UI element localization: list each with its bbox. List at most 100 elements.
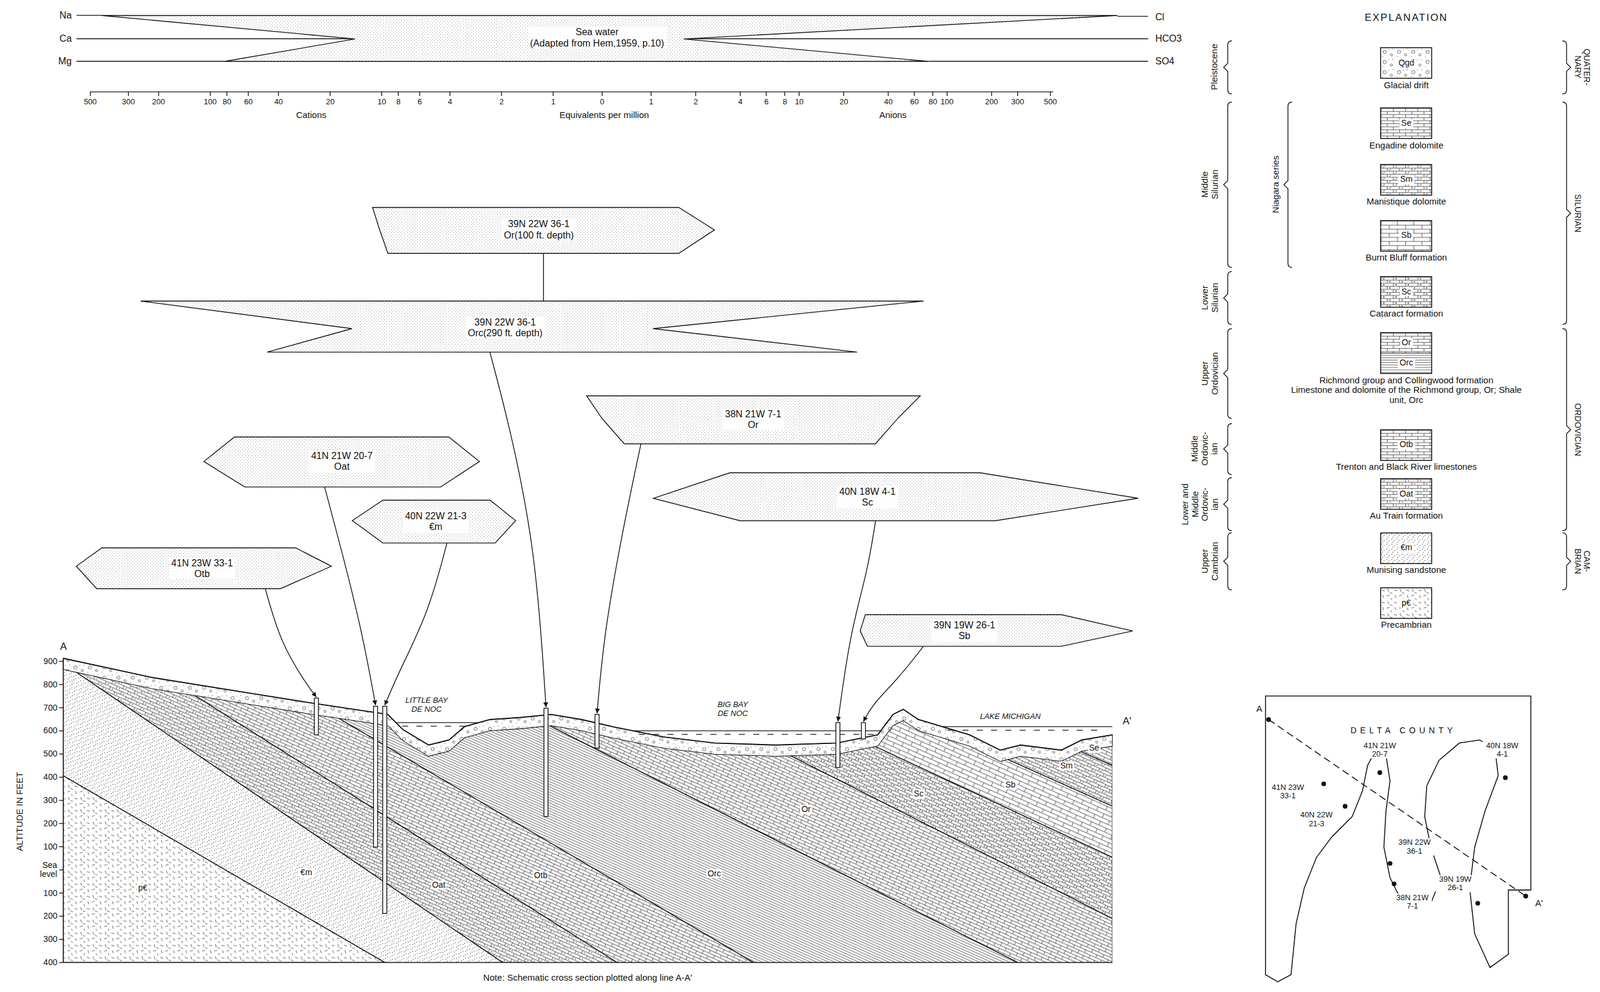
unit-name: Cataract formation bbox=[1369, 308, 1443, 319]
stiff-polygon bbox=[653, 472, 1139, 521]
scale-number: 2 bbox=[499, 97, 504, 107]
formation-label: Sc bbox=[912, 789, 925, 799]
legend-swatch: OatAu Train formation bbox=[1380, 478, 1432, 510]
precambrian-rock bbox=[63, 775, 385, 963]
scale-tick bbox=[932, 91, 933, 96]
altitude-number: 900 bbox=[43, 656, 58, 666]
altitude-number: 400 bbox=[43, 772, 58, 782]
stiff-polygon bbox=[140, 301, 924, 353]
age-bracket bbox=[1223, 477, 1233, 531]
stiff-text: Orc(290 ft. depth) bbox=[465, 327, 545, 339]
scale-tick bbox=[329, 91, 331, 96]
water-name: BIG BAY DE NOC bbox=[713, 700, 752, 718]
stiff-text: Oat bbox=[308, 461, 375, 473]
stiff-text: Sb bbox=[931, 630, 998, 642]
unit-symbol: p€ bbox=[1399, 598, 1413, 608]
axis-tick bbox=[59, 661, 64, 662]
age-label: Upper Cambrian bbox=[1200, 537, 1220, 586]
formation-label: Orc bbox=[706, 869, 723, 879]
unit-name: Glacial drift bbox=[1384, 80, 1429, 91]
stiff-label: 41N 23W 33-1Otb bbox=[168, 557, 235, 580]
scale-tick bbox=[381, 91, 383, 96]
unit-symbol: Oat bbox=[1397, 489, 1416, 499]
swatch-fill bbox=[1380, 429, 1432, 461]
leader-line bbox=[597, 444, 642, 714]
altitude-axis bbox=[62, 658, 64, 963]
location-map bbox=[1265, 696, 1531, 982]
swatch-divider bbox=[1380, 352, 1432, 354]
system-label: ORDOVICIAN bbox=[1572, 355, 1582, 505]
land-surface bbox=[63, 658, 1113, 750]
scale-tick bbox=[552, 91, 554, 96]
stiff-label: 39N 19W 26-1Sb bbox=[931, 619, 998, 643]
well-dot bbox=[1391, 881, 1397, 887]
well-casing bbox=[373, 706, 378, 848]
scale-tick bbox=[128, 91, 129, 96]
stiff-label: Sea water(Adapted from Hem,1959, p.10) bbox=[527, 26, 667, 49]
scale-number: 100 bbox=[203, 97, 217, 107]
unit-caption: Au Train formation bbox=[1369, 510, 1444, 522]
well-casing bbox=[861, 722, 866, 739]
series-bracket bbox=[1284, 101, 1293, 268]
stiff-text: 40N 22W 21-3 bbox=[402, 510, 469, 522]
unit-symbol: Qgd bbox=[1396, 58, 1416, 68]
legend-swatch: ScCataract formation bbox=[1380, 276, 1432, 308]
scale-number: 1 bbox=[550, 97, 555, 107]
axis-tick bbox=[59, 915, 64, 917]
system-label: CAM- BRIAN bbox=[1572, 540, 1592, 582]
well-casing bbox=[835, 722, 840, 768]
axis-tick bbox=[59, 846, 64, 848]
unit-symbol: Sb bbox=[1399, 231, 1414, 241]
scale-number: 100 bbox=[940, 97, 954, 107]
unit-symbol: €m bbox=[1398, 543, 1414, 553]
altitude-number: 300 bbox=[43, 934, 58, 944]
well-dot bbox=[1321, 781, 1327, 787]
system-label: SILURIAN bbox=[1572, 153, 1582, 274]
axis-title: Anions bbox=[879, 110, 907, 121]
ion-line bbox=[76, 38, 355, 39]
unit-name: Burnt Bluff formation bbox=[1365, 252, 1447, 263]
formation-label: Or bbox=[800, 804, 812, 814]
age-label: Upper Ordovician bbox=[1200, 346, 1220, 401]
cation-name: Mg bbox=[58, 56, 72, 67]
scale-tick bbox=[766, 91, 767, 96]
unit-symbol: Se bbox=[1399, 118, 1414, 128]
axis-tick bbox=[59, 869, 64, 870]
scale-number: 2 bbox=[693, 97, 698, 107]
unit-caption: Manistique dolomite bbox=[1366, 196, 1446, 207]
stiff-diagram: Sea water(Adapted from Hem,1959, p.10) bbox=[101, 15, 1118, 62]
stiff-diagram: 39N 22W 36-1Or(100 ft. depth) bbox=[372, 207, 715, 254]
cation-name: Na bbox=[59, 10, 72, 21]
legend-swatch: QgdGlacial drift bbox=[1380, 47, 1432, 79]
scale-number: 1 bbox=[649, 97, 654, 107]
age-bracket bbox=[1223, 328, 1233, 419]
stiff-text: 39N 22W 36-1 bbox=[465, 316, 545, 328]
scale-tick bbox=[601, 91, 603, 96]
stiff-text: 38N 21W 7-1 bbox=[722, 408, 784, 420]
ion-line bbox=[928, 60, 1149, 62]
leader-line bbox=[265, 588, 317, 697]
scale-number: 8 bbox=[396, 97, 401, 107]
axis-tick bbox=[59, 753, 64, 755]
scale-number: 300 bbox=[121, 97, 135, 107]
axis-title: ALTITUDE IN FEET bbox=[14, 736, 25, 886]
section-line bbox=[1268, 719, 1526, 896]
ion-line bbox=[76, 14, 102, 16]
stiff-diagram: 40N 22W 21-3€m bbox=[352, 500, 516, 544]
altitude-number: 400 bbox=[43, 957, 58, 967]
section-end: A bbox=[1256, 704, 1263, 715]
well-dot bbox=[1266, 717, 1271, 722]
ion-scale bbox=[76, 15, 1149, 92]
age-bracket bbox=[1223, 101, 1233, 268]
scale-tick bbox=[501, 91, 502, 96]
stiff-diagram: 40N 18W 4-1Sc bbox=[653, 472, 1139, 521]
axis-tick bbox=[59, 800, 64, 801]
legend-swatch: €mMunising sandstone bbox=[1380, 532, 1432, 564]
swatch-border bbox=[1380, 47, 1432, 79]
well-number: 41N 21W 20-7 bbox=[1360, 741, 1400, 759]
scale-tick bbox=[913, 91, 915, 96]
formation-label: Sm bbox=[1059, 761, 1075, 771]
leader-line bbox=[863, 646, 924, 722]
scale-tick bbox=[1016, 91, 1018, 96]
